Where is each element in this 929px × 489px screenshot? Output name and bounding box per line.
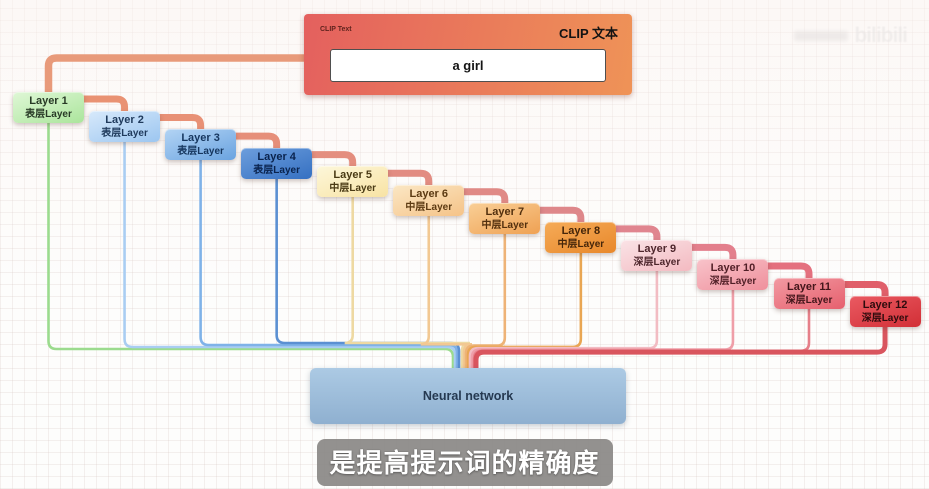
wire [283, 151, 357, 174]
layer-title: Layer 8 [561, 224, 601, 237]
wire [473, 311, 888, 373]
wire [587, 225, 661, 248]
layer-subtitle: 深层Layer [861, 313, 909, 325]
wire [55, 95, 129, 119]
bilibili-logo: bilibili [854, 24, 908, 47]
layer-subtitle: 中层Layer [405, 201, 453, 213]
layer-title: Layer 6 [409, 187, 449, 200]
wire [816, 281, 889, 304]
layer-box-1: Layer 1 表层Layer [13, 92, 84, 123]
wire [44, 54, 309, 100]
layer-subtitle: 表层Layer [25, 109, 72, 120]
layer-subtitle: 深层Layer [785, 294, 833, 306]
wire [470, 275, 735, 372]
layer-title: Layer 12 [862, 299, 908, 312]
clip-text-box: CLIP Text CLIP 文本 a girl [304, 14, 632, 95]
layer-subtitle: 表层Layer [177, 146, 224, 158]
wire [359, 169, 433, 193]
wire [344, 182, 471, 372]
layer-title: Layer 11 [786, 280, 832, 293]
watermark-smudge [794, 31, 849, 41]
layer-subtitle: 中层Layer [557, 238, 605, 250]
layer-title: Layer 5 [333, 169, 372, 182]
layer-subtitle: 表层Layer [253, 164, 300, 176]
watermark: bilibili [794, 24, 908, 48]
wire [435, 188, 509, 211]
layer-title: Layer 2 [105, 113, 144, 126]
layer-title: Layer 10 [710, 261, 756, 274]
layer-subtitle: 深层Layer [709, 275, 757, 287]
layer-title: Layer 1 [29, 95, 68, 107]
wire [131, 114, 205, 137]
layer-subtitle: 中层Layer [329, 183, 377, 195]
prompt-input[interactable]: a girl [330, 49, 606, 82]
layer-title: Layer 7 [485, 206, 525, 219]
clip-text-label-zh: CLIP 文本 [559, 26, 618, 41]
layer-subtitle: 深层Layer [633, 257, 681, 269]
wire [420, 201, 473, 372]
layer-subtitle: 表层Layer [101, 127, 148, 139]
wire [123, 127, 457, 372]
wire [207, 132, 281, 156]
wire [199, 145, 459, 372]
wire [47, 108, 455, 372]
subtitle-caption: 是提高提示词的精确度 [316, 439, 613, 486]
layer-title: Layer 4 [257, 150, 296, 163]
layer-title: Layer 9 [637, 243, 677, 256]
wire [472, 294, 811, 372]
wire [466, 238, 583, 372]
neural-network-box: Neural network [310, 368, 626, 424]
clip-text-label: CLIP Text [320, 26, 352, 33]
layer-subtitle: 中层Layer [481, 220, 529, 232]
layer-title: Layer 3 [181, 132, 220, 145]
wire [511, 206, 585, 230]
wire [663, 243, 737, 267]
wire [739, 262, 813, 285]
